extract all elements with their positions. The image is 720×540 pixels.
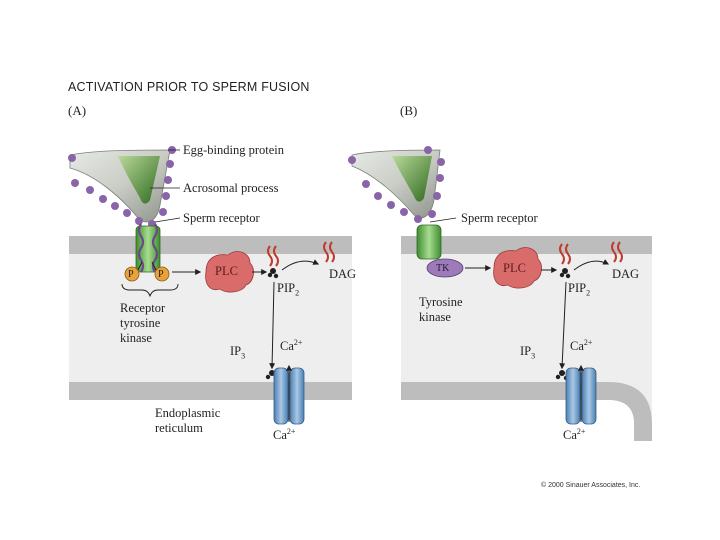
label-ca-top-a: Ca2+: [280, 338, 303, 354]
arrow-pip2-to-dag-b: [573, 259, 610, 271]
panel-a-er-lumen: [69, 400, 352, 441]
label-receptor-line1: Receptor: [120, 301, 166, 315]
label-ca-bottom-b: Ca2+: [563, 427, 586, 443]
phospho-label-2: P: [158, 269, 164, 280]
copyright-notice: © 2000 Sinauer Associates, Inc.: [541, 482, 641, 489]
label-egg-binding-protein: Egg-binding protein: [183, 143, 285, 157]
panel-b-er-lumen: [401, 400, 634, 441]
label-sperm-receptor-a: Sperm receptor: [183, 211, 260, 225]
label-dag-b: DAG: [612, 267, 640, 281]
panel-b-pip2-molecule: [559, 243, 571, 279]
panel-a-er-membrane: [69, 382, 352, 400]
panel-b-tk-enzyme: [426, 258, 464, 278]
panel-a-plasma-membrane: [69, 236, 352, 254]
arrow-pip2-to-ip3-b: [559, 281, 567, 370]
panel-a-sperm-head: [69, 149, 171, 223]
panel-a-dag-molecule: [323, 241, 335, 263]
panel-a-plc-enzyme: [205, 251, 254, 293]
panel-a-egg-binding-protein-dots: [68, 146, 176, 228]
label-pip2-a: PIP2: [277, 281, 300, 298]
label-tyrosine-line1: Tyrosine: [419, 295, 463, 309]
panel-a-pip2-molecule: [267, 245, 279, 279]
label-er-line2: reticulum: [155, 421, 203, 435]
panel-b-dag-molecule: [611, 241, 623, 263]
panel-b-egg-binding-protein-dots: [348, 146, 445, 223]
phospho-group-2: [154, 266, 170, 282]
label-tyrosine-line2: kinase: [419, 310, 451, 324]
phospho-group-1: [124, 266, 140, 282]
sperm-receptor-leader-a: [154, 217, 181, 223]
panel-b-label: (B): [400, 103, 418, 118]
label-ca-bottom-a: Ca2+: [273, 427, 296, 443]
label-pip2-b: PIP2: [568, 281, 591, 298]
label-er-line1: Endoplasmic: [155, 406, 221, 420]
label-sperm-receptor-b: Sperm receptor: [461, 211, 538, 225]
label-plc-a: PLC: [215, 264, 238, 278]
arrow-pip2-to-ip3: [269, 281, 276, 370]
panel-b-sperm-receptor: [416, 224, 442, 260]
panel-b-plc-enzyme: [493, 247, 542, 289]
panel-a-ip3-receptor-channel: [273, 367, 305, 425]
phospho-label-1: P: [128, 269, 134, 280]
panel-b-plasma-membrane: [401, 236, 652, 254]
label-receptor-line2: tyrosine: [120, 316, 161, 330]
arrow-pip2-to-dag: [281, 259, 320, 271]
label-ip3-a: IP3: [230, 344, 246, 361]
label-tk: TK: [436, 263, 450, 274]
panel-a-brace: [121, 283, 179, 298]
label-acrosomal-process: Acrosomal process: [183, 181, 279, 195]
label-plc-b: PLC: [503, 261, 526, 275]
panel-b-sperm-head: [351, 149, 441, 219]
label-dag-a: DAG: [329, 267, 357, 281]
label-ca-top-b: Ca2+: [570, 338, 593, 354]
panel-a: [68, 146, 352, 441]
label-ip3-b: IP3: [520, 344, 536, 361]
panel-a-label: (A): [68, 103, 87, 118]
panel-a-receptor-tyrosine-kinase: [135, 223, 161, 273]
label-receptor-line3: kinase: [120, 331, 152, 345]
panel-b-ip3-receptor-channel: [565, 367, 597, 425]
sperm-receptor-leader-b: [429, 217, 457, 223]
panel-b: [348, 146, 652, 441]
figure-title: ACTIVATION PRIOR TO SPERM FUSION: [68, 80, 310, 94]
